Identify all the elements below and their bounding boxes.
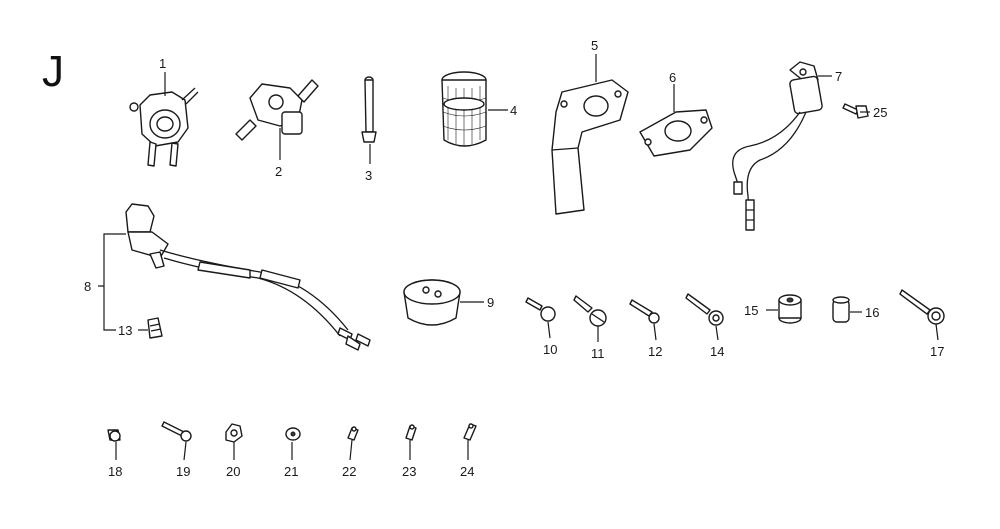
callout-11: 11 xyxy=(591,346,605,361)
callout-23: 23 xyxy=(402,464,416,479)
callout-4: 4 xyxy=(510,103,517,118)
callout-5: 5 xyxy=(591,38,598,53)
callout-24: 24 xyxy=(460,464,474,479)
part-18-screw xyxy=(107,429,121,442)
part-25-bolt xyxy=(842,103,869,119)
part-2-fuel-valve xyxy=(235,79,319,141)
part-22-terminal xyxy=(347,426,359,441)
part-16-collar xyxy=(832,296,850,323)
leader-lines xyxy=(98,54,939,461)
callout-20: 20 xyxy=(226,464,240,479)
callout-15: 15 xyxy=(744,303,758,318)
part-17-bolt xyxy=(899,289,945,325)
part-24-terminal xyxy=(463,423,477,441)
part-19-bolt xyxy=(161,421,192,442)
callout-7: 7 xyxy=(835,69,842,84)
callout-19: 19 xyxy=(176,464,190,479)
part-15-grommet xyxy=(778,294,802,324)
callout-25: 25 xyxy=(873,105,887,120)
callout-16: 16 xyxy=(865,305,879,320)
part-4-strainer xyxy=(441,71,487,147)
part-11-screw xyxy=(573,295,607,327)
callout-6: 6 xyxy=(669,70,676,85)
callout-12: 12 xyxy=(648,344,662,359)
callout-21: 21 xyxy=(284,464,298,479)
part-21-washer xyxy=(285,427,301,441)
part-14-bolt xyxy=(685,293,724,326)
callout-9: 9 xyxy=(487,295,494,310)
part-7-alert-unit xyxy=(732,61,823,231)
part-13-clip xyxy=(147,317,163,339)
part-9-cap xyxy=(403,279,461,326)
section-letter: J xyxy=(42,47,64,96)
callout-13: 13 xyxy=(118,323,132,338)
part-6-gasket xyxy=(639,109,713,157)
part-5-bracket xyxy=(551,79,629,215)
callout-18: 18 xyxy=(108,464,122,479)
part-23-terminal xyxy=(405,424,417,441)
callout-1: 1 xyxy=(159,56,166,71)
part-12-bolt xyxy=(629,299,660,324)
callout-14: 14 xyxy=(710,344,724,359)
callout-8: 8 xyxy=(84,279,91,294)
callout-10: 10 xyxy=(543,342,557,357)
part-20-nut xyxy=(225,423,243,443)
callout-22: 22 xyxy=(342,464,356,479)
part-3-tube xyxy=(361,76,377,143)
callout-3: 3 xyxy=(365,168,372,183)
callout-labels: 1 2 3 4 5 6 7 8 9 10 11 12 13 14 15 16 1… xyxy=(84,38,944,479)
callout-17: 17 xyxy=(930,344,944,359)
part-1-fuel-pump xyxy=(129,87,199,167)
part-8-oil-switch xyxy=(125,203,371,351)
part-10-screw xyxy=(525,297,556,322)
callout-2: 2 xyxy=(275,164,282,179)
